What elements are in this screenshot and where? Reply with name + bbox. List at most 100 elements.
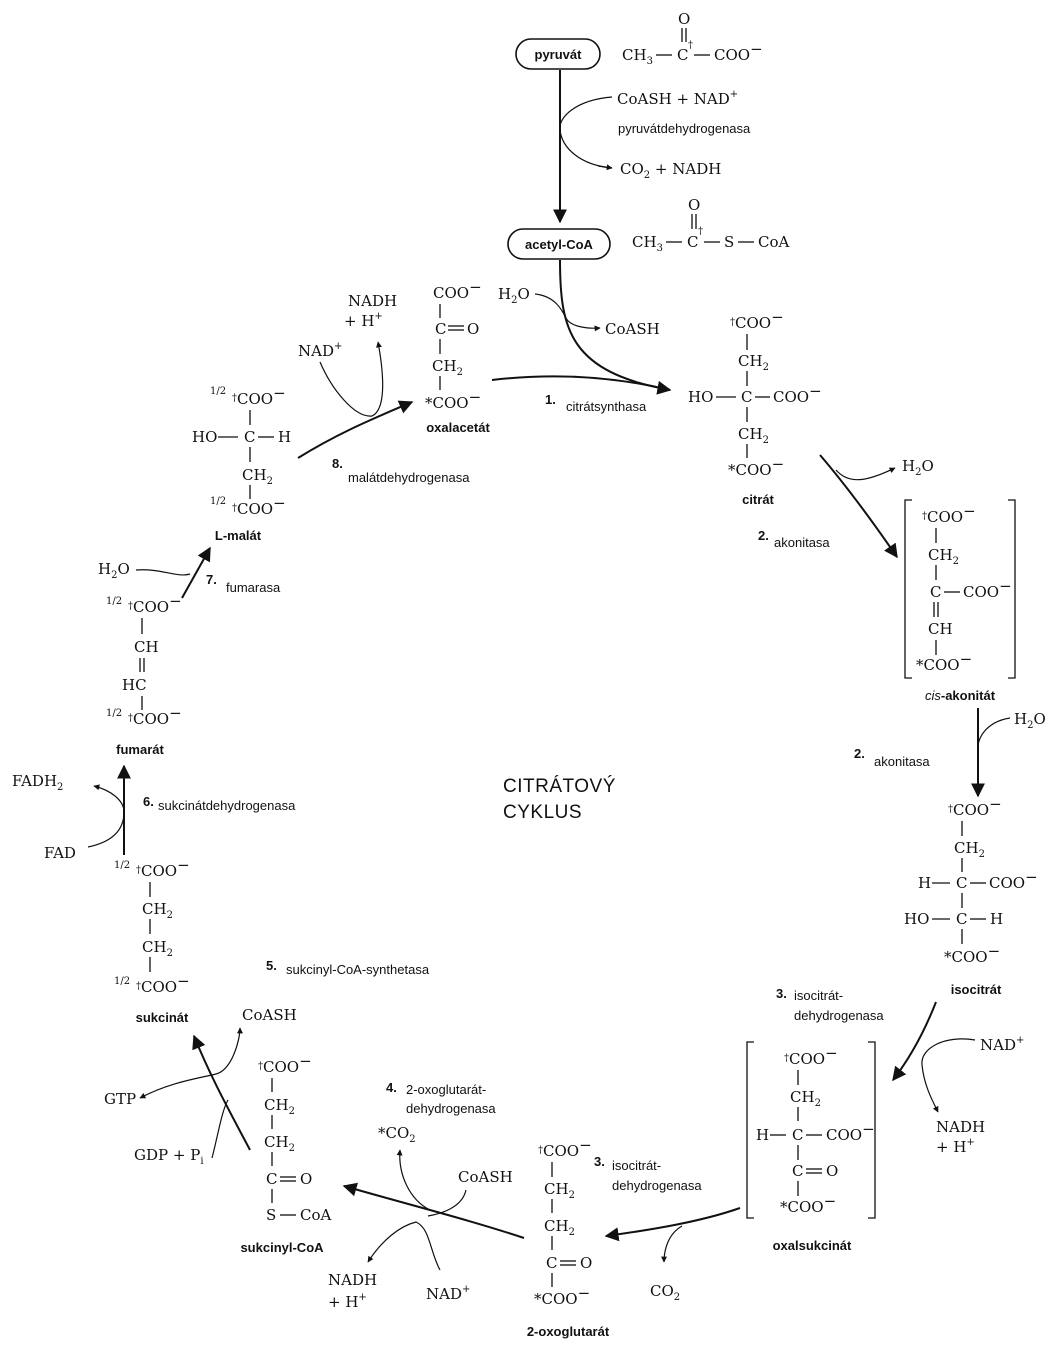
enzyme4-line2: dehydrogenasa <box>406 1101 496 1116</box>
enzyme5-number: 5. <box>266 958 277 973</box>
citrate-label: citrát <box>742 492 774 507</box>
cisaconitate-structure: †COO− CH2 C COO− CH *COO− cis-akonitát <box>904 499 1016 703</box>
cisakon-coo-top: †COO− <box>922 502 976 526</box>
idh1-cofactor-curve <box>921 1038 976 1113</box>
oxs-c1: C <box>792 1126 803 1144</box>
succinate-structure: 1/2 †COO− CH2 CH2 1/2 †COO− sukcinát <box>114 856 190 1025</box>
suc-half-bottom: 1/2 <box>114 976 130 987</box>
oxs-coo-top: †COO− <box>784 1044 838 1068</box>
citrate-structure: †COO− CH2 HO C COO− CH2 *COO− citrát <box>688 308 822 507</box>
enzyme2a-name: akonitasa <box>774 535 830 550</box>
title-line2: CYKLUS <box>503 802 582 823</box>
enzyme5-name: sukcinyl-CoA-synthetasa <box>286 962 430 977</box>
sdh-cofactor-curve <box>87 784 125 848</box>
acetylcoa-to-citrate-arrow <box>559 259 672 395</box>
cit-ch2-bottom: CH2 <box>738 425 769 446</box>
enzyme8-name: malátdehydrogenasa <box>348 470 470 485</box>
ogdh-nadh: NADH <box>328 1271 377 1289</box>
acetylcoa-dagger: † <box>698 226 703 237</box>
mdh-arrow <box>297 400 414 459</box>
mdh-nadh: NADH <box>348 292 397 310</box>
acetylcoa-ch3: CH3 <box>632 233 663 254</box>
idh1-arrow <box>892 1001 937 1082</box>
scs-gtp: GTP <box>104 1090 136 1108</box>
ogdh-coash: CoASH <box>458 1168 513 1186</box>
acetylcoa-coa: CoA <box>758 233 790 251</box>
enzyme7-name: fumarasa <box>226 580 281 595</box>
cit-coo-mid: COO− <box>773 382 822 406</box>
scoa-coo-top: †COO− <box>258 1052 312 1076</box>
enzyme8-number: 8. <box>332 456 343 471</box>
oxalosuccinate-label: oxalsukcinát <box>773 1238 852 1253</box>
scoa-ch2-bottom: CH2 <box>264 1133 295 1154</box>
suc-half-top: 1/2 <box>114 860 130 871</box>
ogdh-nad: NAD+ <box>426 1284 470 1303</box>
idh2-arrow <box>604 1207 741 1242</box>
oaa-to-citrate-arrow <box>491 375 671 391</box>
ogdh-co2: *CO2 <box>378 1124 416 1145</box>
fumarate-label: fumarát <box>116 742 164 757</box>
pdh-input: CoASH + NAD+ <box>617 89 738 108</box>
enzyme4-line1: 2-oxoglutarát- <box>406 1082 486 1097</box>
idh2-cofactor-curve <box>661 1225 683 1263</box>
acetylcoa-c: C <box>687 233 698 251</box>
iso-coo-bottom: *COO− <box>944 942 1000 966</box>
enzyme7-number: 7. <box>206 572 217 587</box>
og-ch2-bottom: CH2 <box>544 1217 575 1238</box>
pyruvate-o: O <box>678 10 690 28</box>
og-coo-bottom: *COO− <box>534 1284 590 1308</box>
cs-input: H2O <box>498 285 530 306</box>
cs-cofactor-curve <box>534 293 601 332</box>
mdh-cofactor-curve <box>319 341 384 417</box>
oaa-c: C <box>435 320 446 338</box>
mal-c: C <box>244 428 255 446</box>
oaa-o: O <box>467 320 479 338</box>
iso-coo-top: †COO− <box>948 795 1002 819</box>
cisakon-coo-mid: COO− <box>963 577 1012 601</box>
enzyme1-name: citrátsynthasa <box>566 399 647 414</box>
iso-ch2: CH2 <box>954 839 985 860</box>
og-ch2-top: CH2 <box>544 1180 575 1201</box>
oxalosuccinate-structure: †COO− CH2 H C COO− C O *COO− oxalsukciná… <box>746 1041 876 1253</box>
iso-h1: H <box>918 874 931 892</box>
sdh-fadh2: FADH2 <box>12 772 63 793</box>
fumarase-arrow <box>181 546 211 599</box>
cisaconitate-label: cis-akonitát <box>925 688 996 703</box>
mdh-h: + H+ <box>344 311 383 330</box>
pdh-enzyme-label: pyruvátdehydrogenasa <box>618 121 751 136</box>
cs-output: CoASH <box>605 320 660 338</box>
suc-coo-bottom: †COO− <box>136 972 190 996</box>
og-o: O <box>580 1254 592 1272</box>
idh1-input: NAD+ <box>980 1035 1024 1054</box>
sdh-fad: FAD <box>44 844 76 862</box>
malate-label: L-malát <box>215 528 262 543</box>
enzyme3b-line1: isocitrát- <box>612 1158 661 1173</box>
cit-c: C <box>741 388 752 406</box>
ak1-output: H2O <box>902 457 934 478</box>
cycle-title: CITRÁTOVÝ CYKLUS <box>503 776 615 823</box>
enzyme6-number: 6. <box>143 794 154 809</box>
ak2-input: H2O <box>1014 710 1046 731</box>
og-c: C <box>546 1254 557 1272</box>
pdh-output: CO2 + NADH <box>620 160 721 181</box>
oxs-coo-mid: COO− <box>826 1120 875 1144</box>
succinylcoa-structure: †COO− CH2 CH2 C O S CoA sukcinyl-CoA <box>240 1052 331 1255</box>
fum-cofactor-curve <box>135 569 191 576</box>
oxalacetate-label: oxalacetát <box>426 420 490 435</box>
enzyme3b-line2: dehydrogenasa <box>612 1178 702 1193</box>
enzyme2a-number: 2. <box>758 528 769 543</box>
iso-ho: HO <box>904 910 929 928</box>
enzyme3a-line1: isocitrát- <box>794 988 843 1003</box>
enzyme4-number: 4. <box>386 1080 397 1095</box>
oxalacetate-structure: COO− C O CH2 *COO− oxalacetát <box>425 278 490 435</box>
cisakon-ch2: CH2 <box>928 546 959 567</box>
scs-gtp-coash-curve <box>139 1027 243 1099</box>
pyruvate-c2: C <box>677 46 688 64</box>
enzyme3b-number: 3. <box>594 1154 605 1169</box>
enzyme6-name: sukcinátdehydrogenasa <box>158 798 296 813</box>
acetylcoa-s: S <box>724 233 734 251</box>
scoa-c: C <box>266 1170 277 1188</box>
oaa-coo-bottom: *COO− <box>425 388 481 412</box>
isocitrate-structure: †COO− CH2 H C COO− HO C H *COO− isocitrá… <box>904 795 1038 997</box>
pyruvate-label: pyruvát <box>535 47 583 62</box>
